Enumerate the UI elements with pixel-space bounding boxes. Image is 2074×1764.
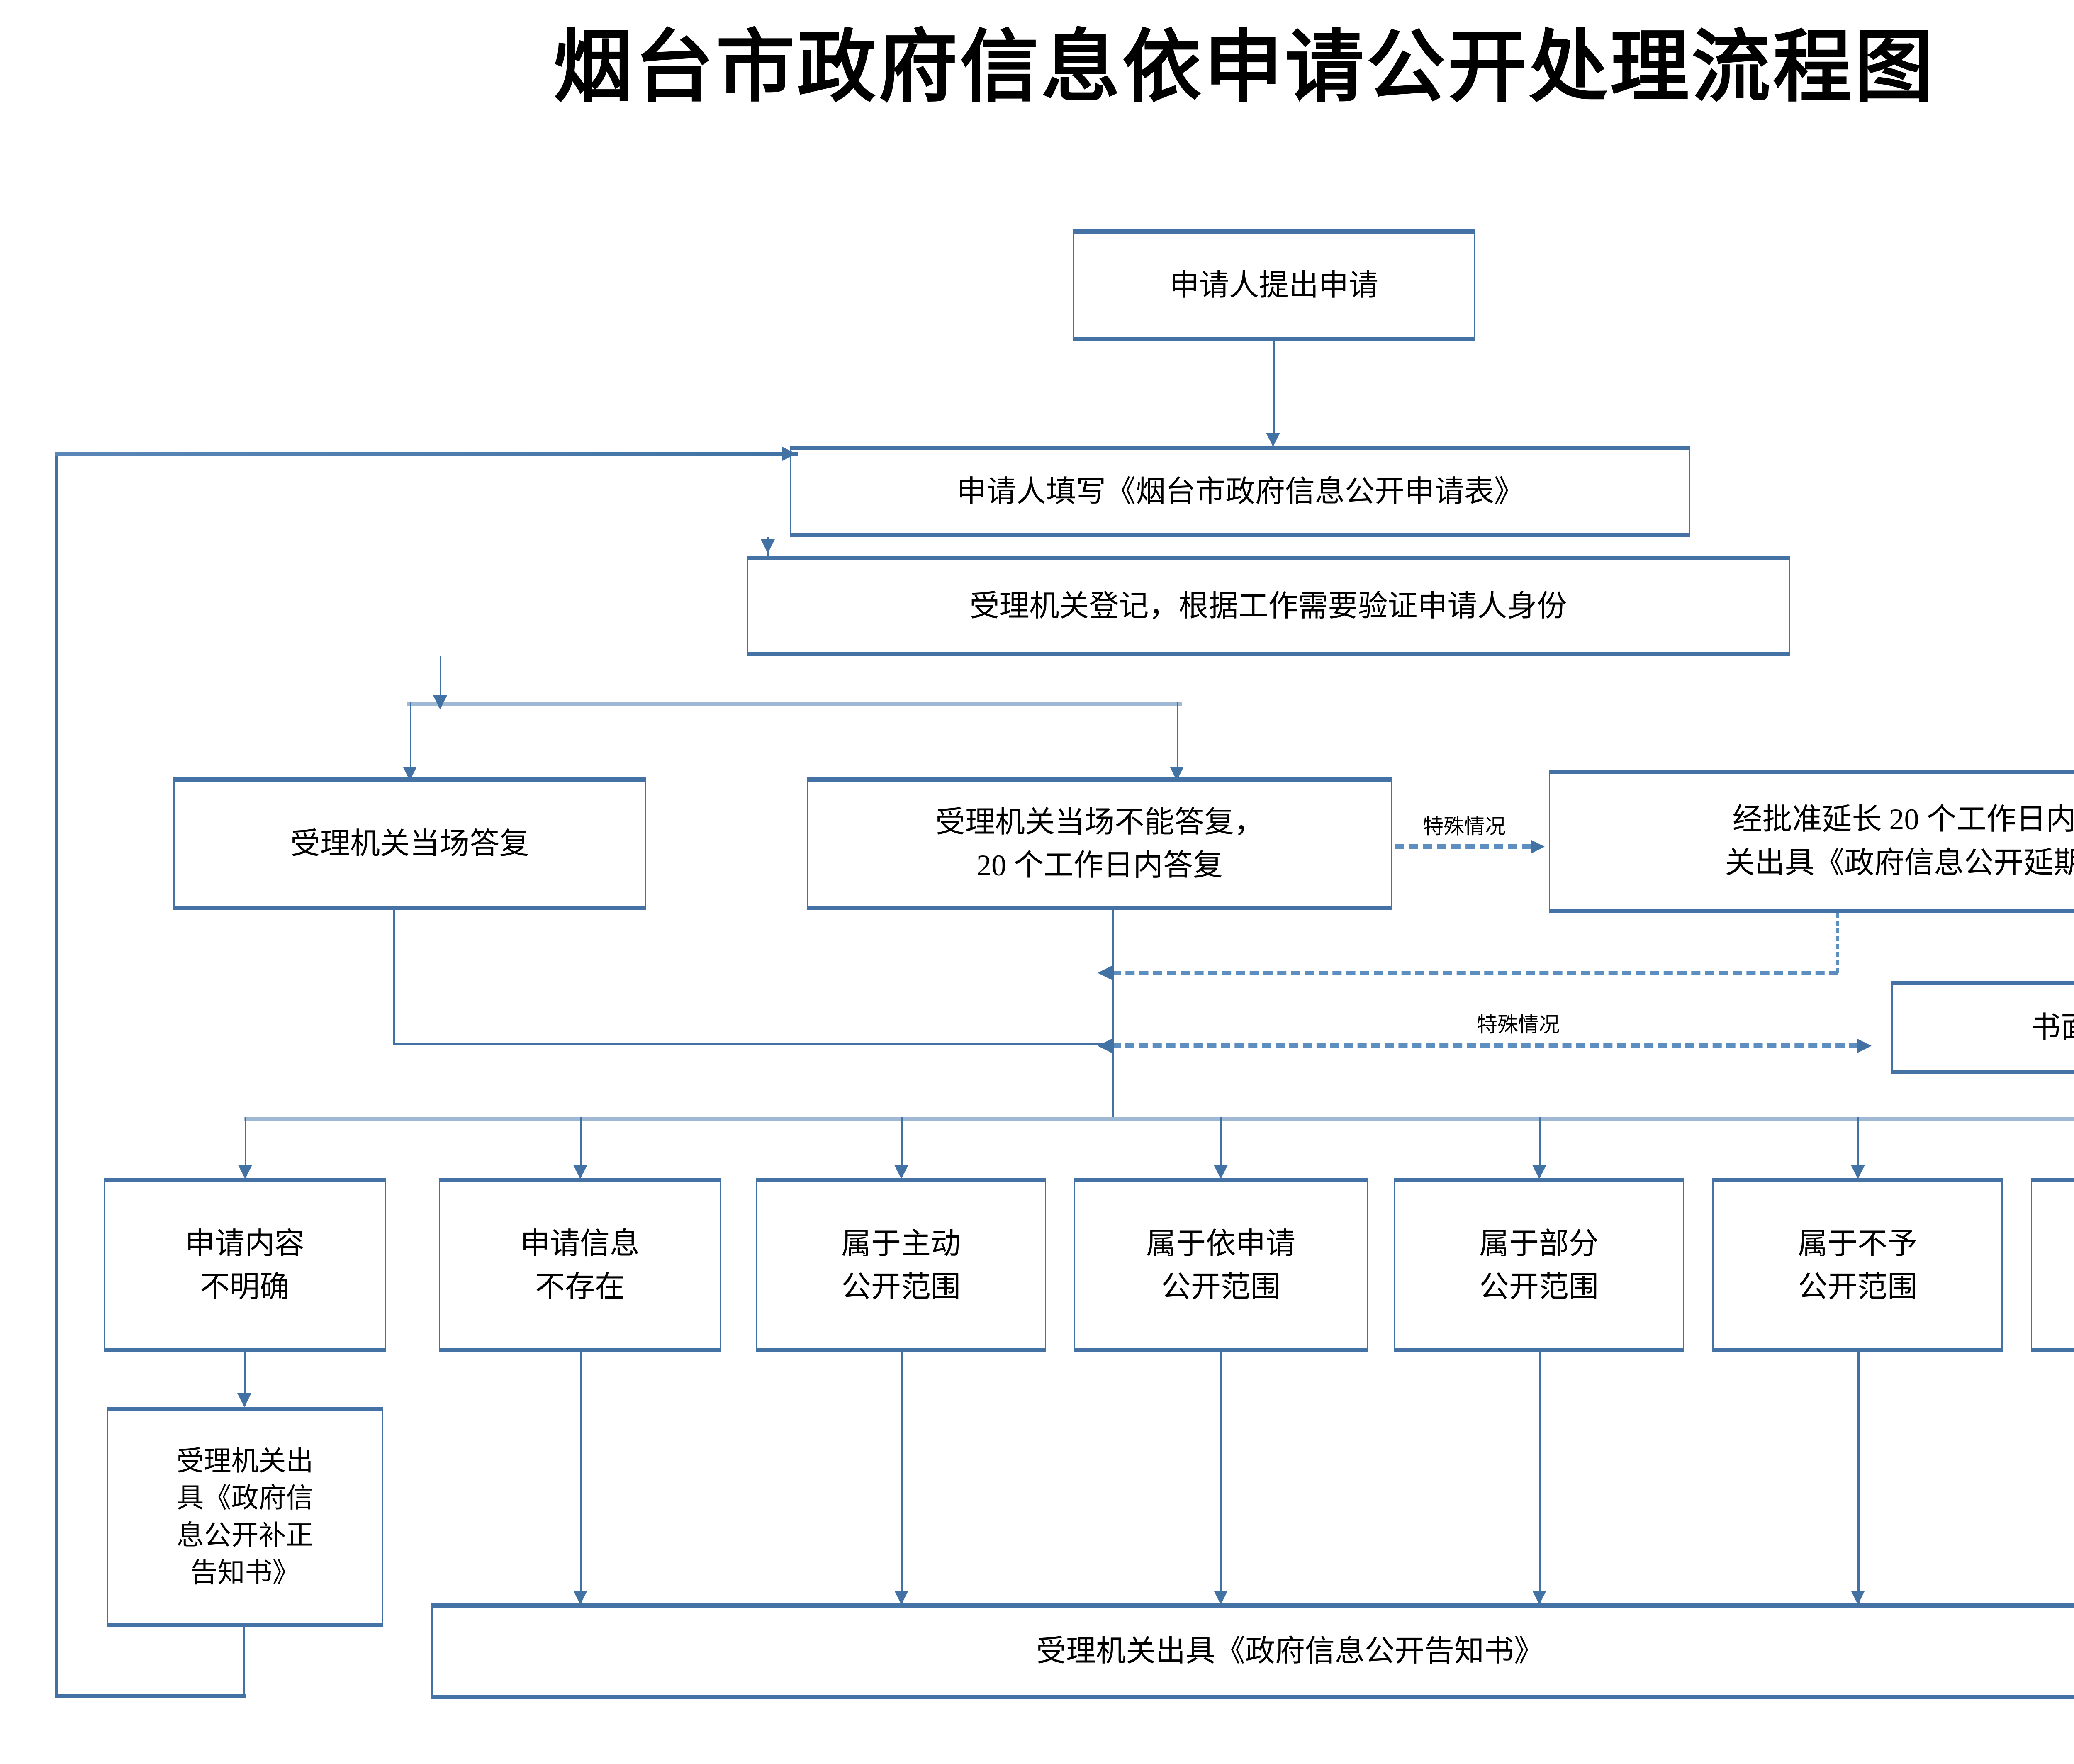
node-label-line2: 20 个工作日内答复 (976, 849, 1223, 882)
connector-feedback-to-fillform (55, 452, 798, 456)
connector-onsite-down (393, 910, 395, 1045)
connector-fanout-drop-1 (245, 1117, 246, 1177)
node-label: 申请人填写《烟台市政府信息公开申请表》 (956, 475, 1524, 508)
connector-proactive-to-final (901, 1352, 903, 1603)
node-final-disclosure-notice[interactable]: 受理机关出具《政府信息公开告知书》 (431, 1603, 2074, 1699)
node-applicant-submits-application[interactable]: 申请人提出申请 (1073, 229, 1475, 341)
node-reply-on-the-spot[interactable]: 受理机关当场答复 (173, 777, 646, 910)
node-label-line2: 不存在 (535, 1270, 625, 1304)
node-label-line1: 属于依申请 (1146, 1227, 1295, 1260)
node-label-line1: 受理机关当场不能答复， (935, 805, 1264, 839)
connector-correction-to-feedback (243, 1625, 245, 1696)
connector-partial-to-final (1539, 1352, 1541, 1603)
connector-register-down (440, 656, 441, 702)
arrowhead-partial-to-final (1532, 1591, 1546, 1605)
connector-unclear-to-correction (244, 1352, 246, 1406)
node-label-line3: 息公开补正 (176, 1520, 314, 1551)
connector-fanout-drop-3 (901, 1117, 903, 1177)
node-category-not-held-by-agency[interactable]: 不属于受理机关 掌握范围 (2031, 1178, 2074, 1352)
page-title: 烟台市政府信息依申请公开处理流程图 (553, 24, 1935, 112)
dashed-connector-special-case-extension (1395, 844, 1531, 849)
connector-main-trunk-vertical (1112, 910, 1114, 1120)
node-label-line2: 关出具《政府信息公开延期答复告知书》 (1725, 846, 2074, 880)
edge-label-special-case-thirdparty: 特殊情况 (1477, 1013, 1560, 1036)
arrowhead-fanout-5 (1532, 1165, 1546, 1179)
connector-fanout-drop-4 (1220, 1117, 1222, 1177)
node-label-line2: 公开范围 (1479, 1270, 1599, 1304)
connector-fanout-drop-5 (1539, 1117, 1541, 1177)
node-label: 受理机关登记，根据工作需要验证申请人身份 (969, 589, 1567, 623)
arrowhead-fanout-6 (1851, 1165, 1865, 1179)
edge-label-special-case-extension: 特殊情况 (1423, 815, 1506, 838)
connector-onrequest-to-final (1220, 1352, 1222, 1603)
connector-notexist-to-final (580, 1352, 582, 1603)
node-agency-registers-verifies[interactable]: 受理机关登记，根据工作需要验证申请人身份 (747, 556, 1790, 656)
node-label-line2: 公开范围 (1797, 1270, 1917, 1304)
arrowhead-fanout-3 (894, 1165, 908, 1179)
dashed-connector-extension-return (1112, 971, 1838, 975)
node-category-disclosure-on-request[interactable]: 属于依申请 公开范围 (1074, 1178, 1368, 1352)
arrowhead-fanout-4 (1214, 1165, 1228, 1179)
node-label: 受理机关出具《政府信息公开告知书》 (1036, 1634, 1544, 1668)
arrowhead-register-split (433, 695, 447, 709)
node-approved-extension-20-days[interactable]: 经批准延长 20 个工作日内答复，受理机 关出具《政府信息公开延期答复告知书》 (1549, 770, 2074, 913)
node-label-line2: 不明确 (200, 1270, 290, 1304)
arrowhead-notexist-to-final (573, 1591, 587, 1605)
arrowhead-apply-to-fillform (1266, 433, 1280, 447)
connector-split-to-20days (1177, 702, 1178, 778)
node-category-information-not-exist[interactable]: 申请信息 不存在 (439, 1178, 721, 1352)
node-label-line1: 属于主动 (841, 1227, 961, 1260)
dashed-connector-extension-down (1836, 913, 1839, 973)
connector-register-split-bar (407, 702, 1182, 706)
connector-onsite-to-trunk (393, 1043, 1114, 1045)
arrowhead-onrequest-to-final (1214, 1591, 1228, 1605)
node-label-line2: 具《政府信 (176, 1483, 314, 1514)
node-category-non-disclosure[interactable]: 属于不予 公开范围 (1712, 1178, 2003, 1352)
connector-fanout-bar (244, 1117, 2074, 1121)
node-label-line1: 申请信息 (520, 1227, 640, 1260)
arrowhead-feedback-to-fillform (782, 447, 796, 461)
arrowhead-unclear-to-correction (237, 1393, 251, 1407)
node-category-partial-disclosure[interactable]: 属于部分 公开范围 (1394, 1178, 1684, 1352)
connector-feedback-bottom-horizontal (55, 1694, 246, 1698)
connector-fanout-drop-2 (580, 1117, 582, 1177)
node-label: 受理机关当场答复 (290, 827, 529, 860)
arrowhead-fanout-1 (238, 1165, 252, 1179)
dashed-connector-special-case-thirdparty (1112, 1043, 1858, 1048)
arrowhead-special-case-extension (1531, 840, 1545, 854)
node-reply-within-20-working-days[interactable]: 受理机关当场不能答复， 20 个工作日内答复 (807, 777, 1392, 910)
node-category-proactive-disclosure[interactable]: 属于主动 公开范围 (756, 1178, 1046, 1352)
arrowhead-nondisclosure-to-final (1851, 1591, 1865, 1605)
arrowhead-fanout-2 (573, 1165, 587, 1179)
connector-split-to-onsite (410, 702, 411, 778)
arrowhead-special-case-thirdparty-left (1098, 1039, 1112, 1053)
node-label-line1: 属于部分 (1479, 1227, 1599, 1260)
node-label-line2: 公开范围 (1161, 1270, 1280, 1304)
node-label: 书面征求第三方意见 (2030, 1011, 2074, 1045)
connector-feedback-left-vertical (55, 454, 58, 1696)
node-label-line1: 经批准延长 20 个工作日内答复，受理机 (1732, 803, 2074, 836)
node-label-line4: 告知书》 (190, 1557, 300, 1588)
node-category-request-unclear[interactable]: 申请内容 不明确 (104, 1178, 386, 1352)
node-solicit-third-party-opinion[interactable]: 书面征求第三方意见 (1891, 981, 2074, 1074)
arrowhead-special-case-thirdparty (1857, 1039, 1872, 1053)
arrowhead-proactive-to-final (894, 1591, 908, 1605)
connector-fanout-drop-6 (1857, 1117, 1859, 1177)
node-applicant-fills-form[interactable]: 申请人填写《烟台市政府信息公开申请表》 (790, 446, 1690, 537)
node-label-line2: 公开范围 (841, 1270, 961, 1304)
node-correction-notice[interactable]: 受理机关出 具《政府信 息公开补正 告知书》 (107, 1407, 383, 1627)
node-label-line1: 申请内容 (185, 1227, 304, 1260)
arrowhead-fillform-to-register (761, 539, 775, 553)
connector-apply-to-fillform (1273, 341, 1275, 437)
node-label: 申请人提出申请 (1169, 268, 1378, 302)
node-label-line1: 属于不予 (1797, 1227, 1917, 1260)
arrowhead-extension-return (1098, 966, 1112, 980)
node-label-line1: 受理机关出 (176, 1446, 314, 1476)
connector-nondisclosure-to-final (1857, 1352, 1860, 1603)
